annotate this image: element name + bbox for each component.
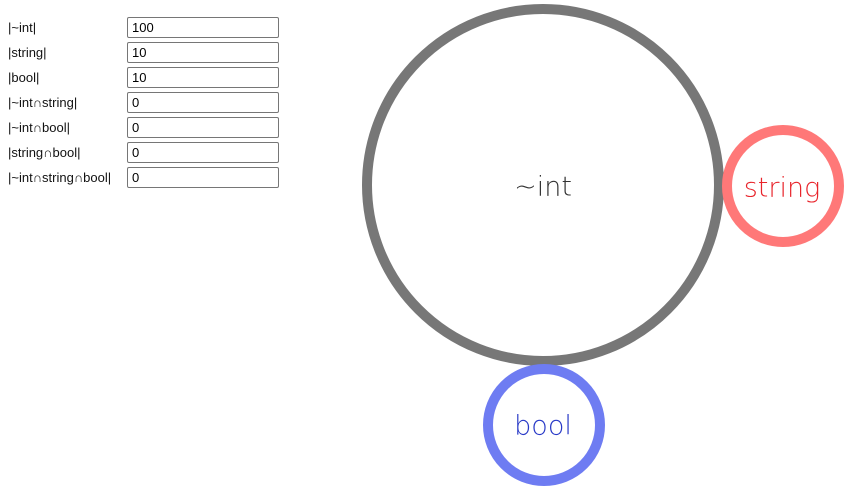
label-string-bool-size: |string∩bool| (8, 145, 81, 160)
control-row-string-bool: |string∩bool| (8, 141, 288, 166)
input-string-bool-size[interactable] (127, 142, 279, 163)
set-not-int-label: ~int (514, 172, 572, 203)
input-bool-size[interactable] (127, 67, 279, 88)
input-not-int-string-size[interactable] (127, 92, 279, 113)
control-row-not-int-bool: |~int∩bool| (8, 116, 288, 141)
set-bool: bool (483, 364, 605, 486)
control-row-not-int-string: |~int∩string| (8, 91, 288, 116)
set-not-int: ~int (362, 4, 724, 366)
set-string: string (722, 125, 844, 247)
label-all-three-size: |~int∩string∩bool| (8, 170, 112, 185)
label-string-size: |string| (8, 45, 47, 60)
set-string-circle (722, 125, 844, 247)
label-not-int-string-size: |~int∩string| (8, 95, 78, 110)
input-not-int-bool-size[interactable] (127, 117, 279, 138)
set-size-controls: |~int| |string| |bool| |~int∩string| |~i… (8, 16, 288, 191)
input-string-size[interactable] (127, 42, 279, 63)
input-not-int-size[interactable] (127, 17, 279, 38)
label-not-int-size: |~int| (8, 20, 37, 35)
control-row-all-three: |~int∩string∩bool| (8, 166, 288, 191)
label-bool-size: |bool| (8, 70, 40, 85)
control-row-not-int: |~int| (8, 16, 288, 41)
label-not-int-bool-size: |~int∩bool| (8, 120, 70, 135)
set-bool-label: bool (514, 411, 572, 442)
set-bool-circle (483, 364, 605, 486)
set-not-int-circle (362, 4, 724, 366)
control-row-string: |string| (8, 41, 288, 66)
input-all-three-size[interactable] (127, 167, 279, 188)
control-row-bool: |bool| (8, 66, 288, 91)
set-string-label: string (744, 173, 821, 204)
